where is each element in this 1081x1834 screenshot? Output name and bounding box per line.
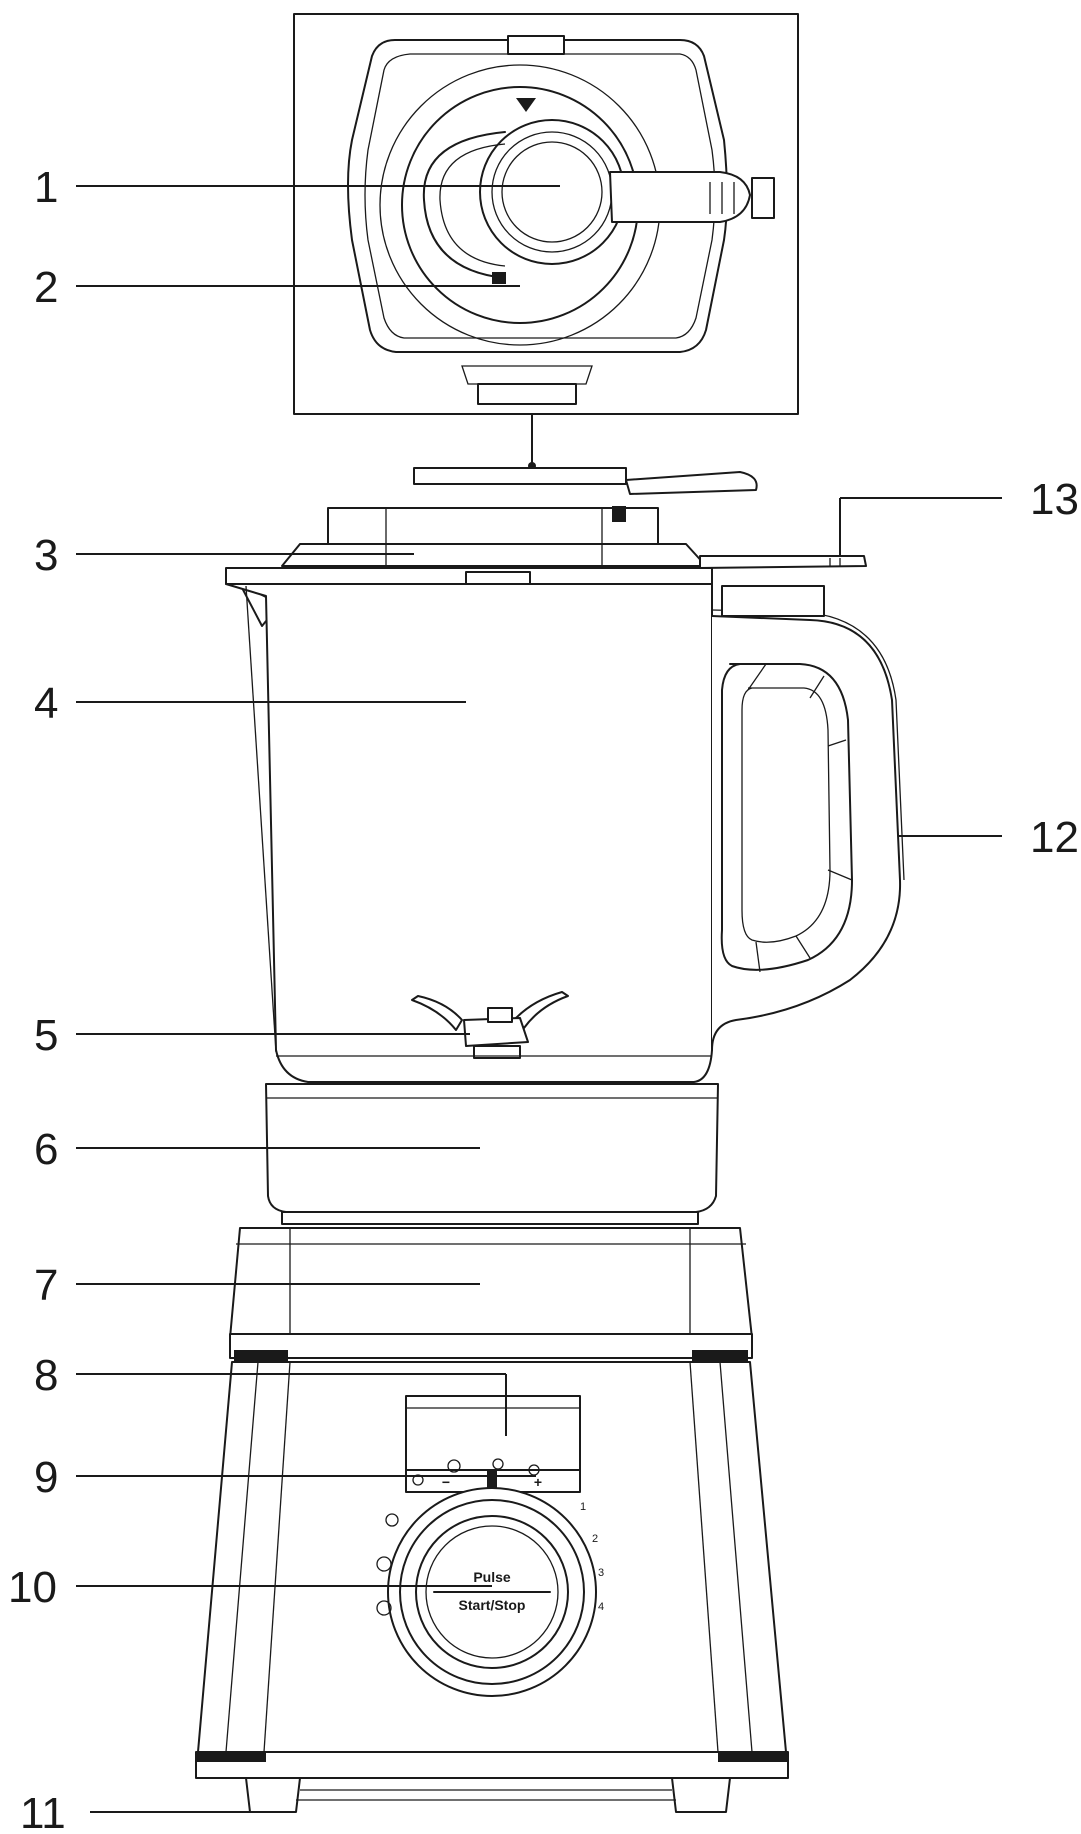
- speed-mark: 2: [592, 1533, 598, 1545]
- callout-10: 10: [8, 1563, 57, 1612]
- program-icon: [492, 1458, 504, 1470]
- callout-13: 13: [1030, 475, 1079, 524]
- program-icon: [376, 1600, 392, 1616]
- lid-top-view-inset: [293, 13, 799, 415]
- program-icon: [447, 1459, 461, 1473]
- callout-4: 4: [34, 679, 58, 728]
- minus-button-label: −: [442, 1474, 450, 1490]
- callout-5: 5: [34, 1011, 58, 1060]
- callout-7: 7: [34, 1261, 58, 1310]
- callout-1: 1: [34, 163, 58, 212]
- leader-lines: [76, 185, 1002, 1813]
- lid: [281, 467, 867, 569]
- program-icon: [385, 1513, 399, 1527]
- blender-jug: [225, 567, 905, 1083]
- callout-6: 6: [34, 1125, 58, 1174]
- speed-mark: 1: [580, 1501, 586, 1513]
- motor-base: − + Pulse Start/Stop 1 2 3 4: [195, 1227, 789, 1813]
- callout-11: 11: [20, 1789, 66, 1834]
- callout-3: 3: [34, 531, 58, 580]
- callout-numbers: 1 2 3 4 5 6 7 8 9 10 11 12 13: [8, 163, 1079, 1834]
- speed-mark: 3: [598, 1567, 604, 1579]
- control-dial: Pulse Start/Stop 1 2 3 4: [376, 1458, 604, 1697]
- callout-8: 8: [34, 1351, 58, 1400]
- plus-button-label: +: [534, 1474, 542, 1490]
- start-stop-label: Start/Stop: [459, 1597, 526, 1613]
- speed-mark: 4: [598, 1601, 604, 1613]
- callout-2: 2: [34, 263, 58, 312]
- callout-12: 12: [1030, 813, 1079, 862]
- program-icon: [376, 1556, 392, 1572]
- pulse-label: Pulse: [473, 1569, 511, 1585]
- callout-9: 9: [34, 1453, 58, 1502]
- jug-base: [265, 1083, 719, 1225]
